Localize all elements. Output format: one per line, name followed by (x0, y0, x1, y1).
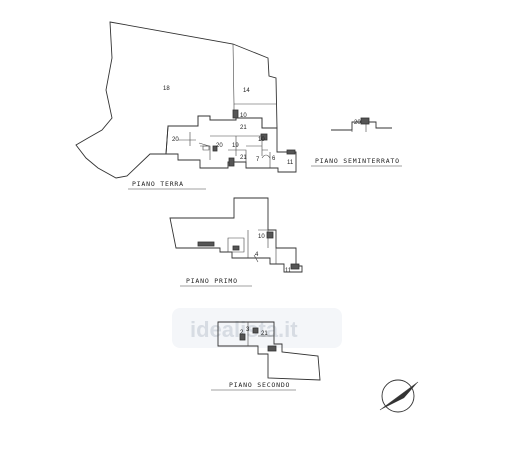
room-number-20: 20 (216, 143, 223, 149)
room-number-4: 4 (255, 252, 259, 258)
room-number-10: 10 (258, 137, 265, 143)
room-number-11: 11 (287, 160, 294, 166)
floor-label-second: PIANO SECONDO (229, 381, 290, 389)
room-number-21: 21 (240, 155, 247, 161)
floor-label-basement: PIANO SEMINTERRATO (315, 157, 400, 165)
room-number-7: 7 (256, 157, 260, 163)
room-number-20: 20 (354, 120, 361, 126)
basement-floor-plan (331, 117, 392, 132)
floor-label-first: PIANO PRIMO (186, 277, 238, 285)
first-floor-plan (169, 197, 303, 273)
room-number-10: 10 (240, 113, 247, 119)
room-number-21: 21 (240, 125, 247, 131)
room-number-18: 18 (163, 86, 170, 92)
room-number-14: 14 (243, 88, 250, 94)
second-floor-plan (217, 321, 321, 381)
north-arrow-icon (379, 379, 419, 413)
room-number-2: 2 (240, 330, 244, 336)
room-number-3: 3 (246, 327, 250, 333)
room-number-6: 6 (272, 156, 276, 162)
room-number-10: 10 (258, 234, 265, 240)
room-number-21: 21 (261, 331, 268, 337)
floor-label-ground: PIANO TERRA (132, 180, 184, 188)
ground-floor-plan (75, 21, 297, 179)
room-number-11: 11 (285, 268, 292, 274)
room-number-20: 20 (172, 137, 179, 143)
room-number-19: 19 (232, 143, 239, 149)
